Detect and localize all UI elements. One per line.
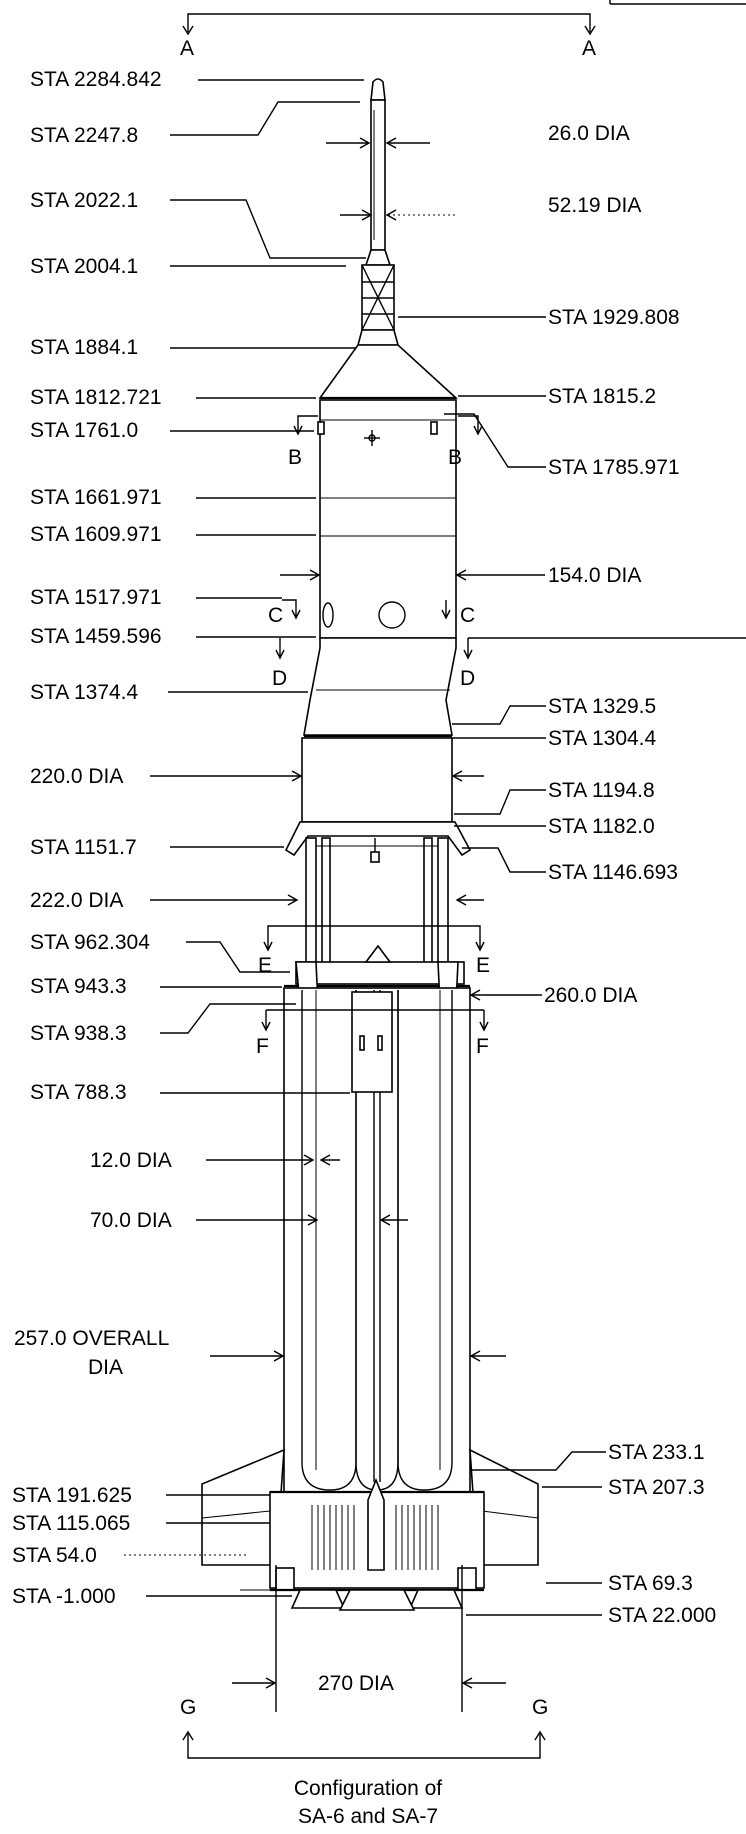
s-i-stage — [283, 987, 471, 1494]
label-sta-1304-4: STA 1304.4 — [548, 727, 657, 750]
section-c-left: C — [268, 604, 283, 627]
label-sta-1374-4: STA 1374.4 — [30, 681, 139, 704]
section-g-right: G — [532, 1696, 548, 1719]
engine-section — [240, 1477, 485, 1611]
section-g-marker: G G — [180, 1696, 548, 1759]
interstage — [284, 821, 472, 979]
caption-line-1: Configuration of — [294, 1777, 442, 1800]
label-sta-54-0: STA 54.0 — [12, 1544, 97, 1567]
dimension-arrows — [150, 137, 545, 1712]
label-sta-962-304: STA 962.304 — [30, 931, 150, 954]
label-overall-dia: 257.0 OVERALL — [14, 1327, 169, 1350]
label-overall-dia-2: DIA — [88, 1356, 123, 1379]
label-sta-69-3: STA 69.3 — [608, 1572, 693, 1595]
label-sta-2284-842: STA 2284.842 — [30, 68, 162, 91]
section-a-marker: A A — [180, 0, 746, 60]
section-a-left: A — [180, 37, 194, 60]
section-e-right: E — [476, 954, 490, 977]
label-dia-52-19: 52.19 DIA — [548, 194, 641, 217]
section-b-right: B — [448, 446, 462, 469]
label-sta-2247-8: STA 2247.8 — [30, 124, 138, 147]
label-sta-1661-971: STA 1661.971 — [30, 486, 162, 509]
label-sta-1815-2: STA 1815.2 — [548, 385, 656, 408]
section-d-left: D — [272, 667, 287, 690]
section-c-right: C — [460, 604, 475, 627]
left-labels: STA 2284.842 STA 2247.8 STA 2022.1 STA 2… — [12, 68, 172, 1608]
label-sta-1609-971: STA 1609.971 — [30, 523, 162, 546]
section-d-right: D — [460, 667, 475, 690]
label-sta-neg-1-000: STA -1.000 — [12, 1585, 116, 1608]
label-sta-1329-5: STA 1329.5 — [548, 695, 656, 718]
section-a-right: A — [582, 37, 596, 60]
label-sta-115-065: STA 115.065 — [12, 1512, 130, 1535]
leader-lines — [124, 79, 606, 1616]
label-sta-788-3: STA 788.3 — [30, 1081, 127, 1104]
label-sta-938-3: STA 938.3 — [30, 1022, 127, 1045]
label-dia-222: 222.0 DIA — [30, 889, 123, 912]
label-sta-1929-808: STA 1929.808 — [548, 306, 680, 329]
section-e-left: E — [258, 954, 272, 977]
label-sta-2004-1: STA 2004.1 — [30, 255, 138, 278]
caption-line-2: SA-6 and SA-7 — [298, 1805, 438, 1828]
label-sta-1146-693: STA 1146.693 — [548, 861, 678, 884]
section-g-left: G — [180, 1696, 196, 1719]
fins — [201, 1448, 539, 1566]
s-iv-stage — [300, 737, 455, 823]
label-sta-2022-1: STA 2022.1 — [30, 189, 138, 212]
label-dia-270: 270 DIA — [318, 1672, 394, 1695]
s-iv-adapter — [303, 637, 457, 738]
label-sta-1194-8: STA 1194.8 — [548, 779, 655, 802]
section-f-left: F — [256, 1035, 269, 1058]
label-sta-1182-0: STA 1182.0 — [548, 815, 655, 838]
label-dia-12: 12.0 DIA — [90, 1149, 172, 1172]
label-sta-1785-971: STA 1785.971 — [548, 456, 680, 479]
label-sta-1517-971: STA 1517.971 — [30, 586, 162, 609]
label-sta-1459-596: STA 1459.596 — [30, 625, 162, 648]
label-dia-70: 70.0 DIA — [90, 1209, 172, 1232]
label-sta-1761-0: STA 1761.0 — [30, 419, 138, 442]
label-sta-1884-1: STA 1884.1 — [30, 336, 138, 359]
label-dia-220: 220.0 DIA — [30, 765, 123, 788]
label-sta-22-000: STA 22.000 — [608, 1604, 716, 1627]
section-cut-markers: B B C C D D E E F F — [256, 415, 746, 1058]
section-b-left: B — [288, 446, 302, 469]
label-sta-233-1: STA 233.1 — [608, 1441, 705, 1464]
label-sta-191-625: STA 191.625 — [12, 1484, 132, 1507]
right-labels: 26.0 DIA 52.19 DIA STA 1929.808 STA 1815… — [544, 122, 716, 1627]
label-dia-26: 26.0 DIA — [548, 122, 630, 145]
label-sta-207-3: STA 207.3 — [608, 1476, 705, 1499]
command-and-service-module — [317, 344, 459, 639]
label-dia-260: 260.0 DIA — [544, 984, 637, 1007]
label-sta-1812-721: STA 1812.721 — [30, 386, 162, 409]
section-f-right: F — [476, 1035, 489, 1058]
label-dia-154: 154.0 DIA — [548, 564, 641, 587]
label-sta-943-3: STA 943.3 — [30, 975, 127, 998]
label-sta-1151-7: STA 1151.7 — [30, 836, 137, 859]
